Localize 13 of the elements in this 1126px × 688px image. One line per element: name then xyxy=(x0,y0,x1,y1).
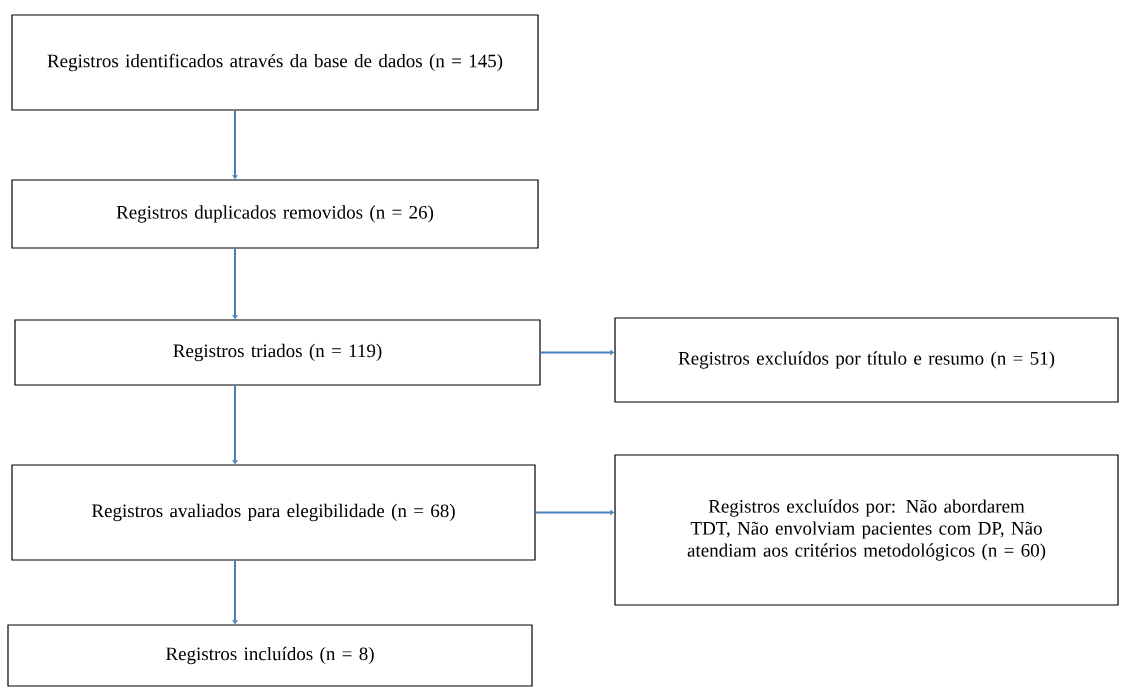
arrow xyxy=(232,559,238,625)
arrow xyxy=(539,349,615,356)
process-box: Registros triados (n = 119) xyxy=(14,319,541,386)
process-box: Registros incluídos (n = 8) xyxy=(7,624,533,687)
process-box: Registros duplicados removidos (n = 26) xyxy=(11,179,539,249)
arrow xyxy=(534,509,615,516)
process-box: Registros excluídos por: Não abordarem TDT, Não envolviam pacientes com DP, Não atendiam aos critérios metodológicos (n = 60) xyxy=(614,454,1119,606)
process-box: Registros excluídos por título e resumo (n = 51) xyxy=(614,317,1119,403)
arrow xyxy=(232,109,238,180)
process-box: Registros avaliados para elegibilidade (n = 68) xyxy=(11,464,536,561)
arrow xyxy=(232,384,238,465)
process-box: Registros identificados através da base de dados (n = 145) xyxy=(11,14,539,111)
arrow xyxy=(232,247,238,320)
